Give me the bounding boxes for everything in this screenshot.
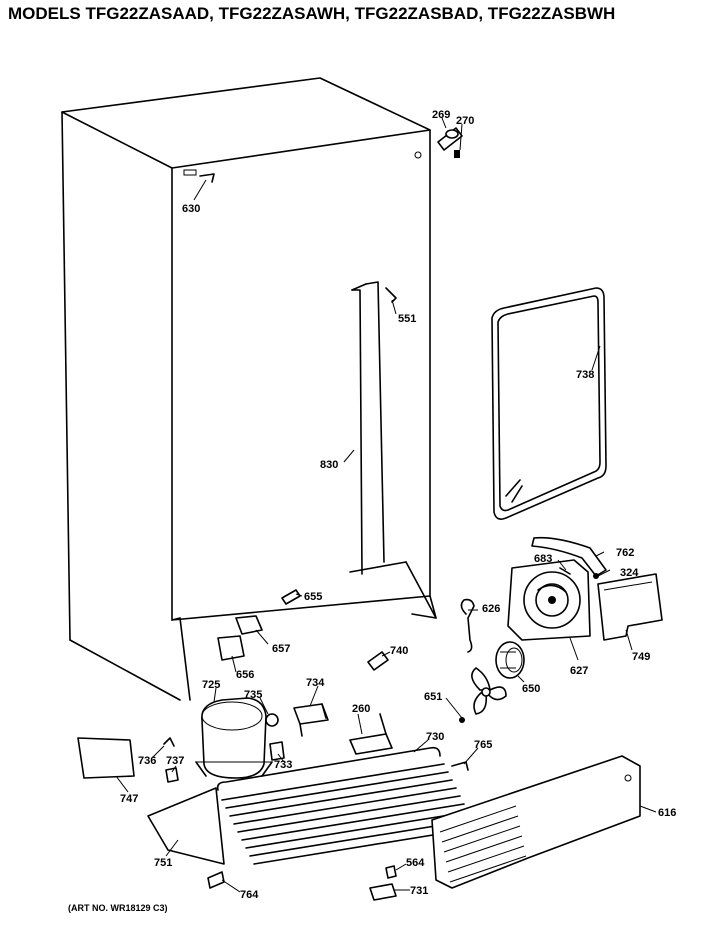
label-751: 751 (154, 857, 172, 869)
label-830: 830 (320, 459, 338, 471)
part-labels: 269 270 630 551 738 830 683 762 324 655 … (120, 109, 676, 901)
label-324: 324 (620, 567, 639, 579)
label-260: 260 (352, 703, 370, 715)
compressor-725 (195, 697, 273, 779)
fan-blade-651 (459, 667, 507, 723)
label-740: 740 (390, 645, 408, 657)
label-749: 749 (632, 651, 650, 663)
label-731: 731 (410, 885, 428, 897)
label-737: 737 (166, 755, 184, 767)
label-764: 764 (240, 889, 259, 901)
clip-683 (559, 567, 571, 575)
part-737 (165, 767, 179, 783)
label-627: 627 (570, 665, 588, 677)
label-738: 738 (576, 369, 594, 381)
fan-bracket-627 (507, 559, 591, 641)
thermostat-626 (460, 598, 475, 653)
label-736: 736 (138, 755, 156, 767)
label-551: 551 (398, 313, 416, 325)
fan-motor-650 (495, 641, 525, 679)
label-730: 730 (426, 731, 444, 743)
shroud-749 (597, 573, 663, 641)
label-270: 270 (456, 115, 474, 127)
label-630: 630 (182, 203, 200, 215)
screw-324 (593, 573, 599, 579)
label-765: 765 (474, 739, 492, 751)
bracket-747 (77, 737, 135, 779)
label-626: 626 (482, 603, 500, 615)
label-650: 650 (522, 683, 540, 695)
part-260 (349, 733, 393, 755)
label-725: 725 (202, 679, 220, 691)
grille-616 (431, 755, 641, 889)
screw-564 (385, 865, 397, 879)
gasket-738 (491, 287, 607, 520)
cabinet (61, 77, 437, 701)
bracket-734 (293, 703, 329, 725)
part-731 (369, 883, 397, 901)
art-number: (ART NO. WR18129 C3) (68, 903, 168, 913)
hinge-pin (437, 127, 463, 158)
clip-740 (367, 651, 389, 671)
label-657: 657 (272, 643, 290, 655)
label-735: 735 (244, 689, 262, 701)
clip-551 (385, 287, 397, 303)
overload-656 (217, 635, 245, 661)
label-733: 733 (274, 759, 292, 771)
label-564: 564 (406, 857, 425, 869)
label-762: 762 (616, 547, 634, 559)
label-616: 616 (658, 807, 676, 819)
label-747: 747 (120, 793, 138, 805)
label-734: 734 (306, 677, 325, 689)
label-656: 656 (236, 669, 254, 681)
label-269: 269 (432, 109, 450, 121)
clip-630 (199, 173, 215, 183)
part-736 (163, 737, 175, 747)
part-655 (281, 589, 301, 605)
label-655: 655 (304, 591, 322, 603)
clip-765 (451, 761, 469, 771)
label-683: 683 (534, 553, 552, 565)
relay-657 (235, 615, 263, 635)
label-651: 651 (424, 691, 442, 703)
grommet-735 (265, 713, 279, 727)
leader-lines (115, 117, 657, 893)
part-733 (269, 741, 285, 761)
base-pan-751 (147, 787, 225, 865)
page-title: MODELS TFG22ZASAAD, TFG22ZASAWH, TFG22ZA… (8, 4, 616, 23)
part-764 (207, 871, 225, 889)
